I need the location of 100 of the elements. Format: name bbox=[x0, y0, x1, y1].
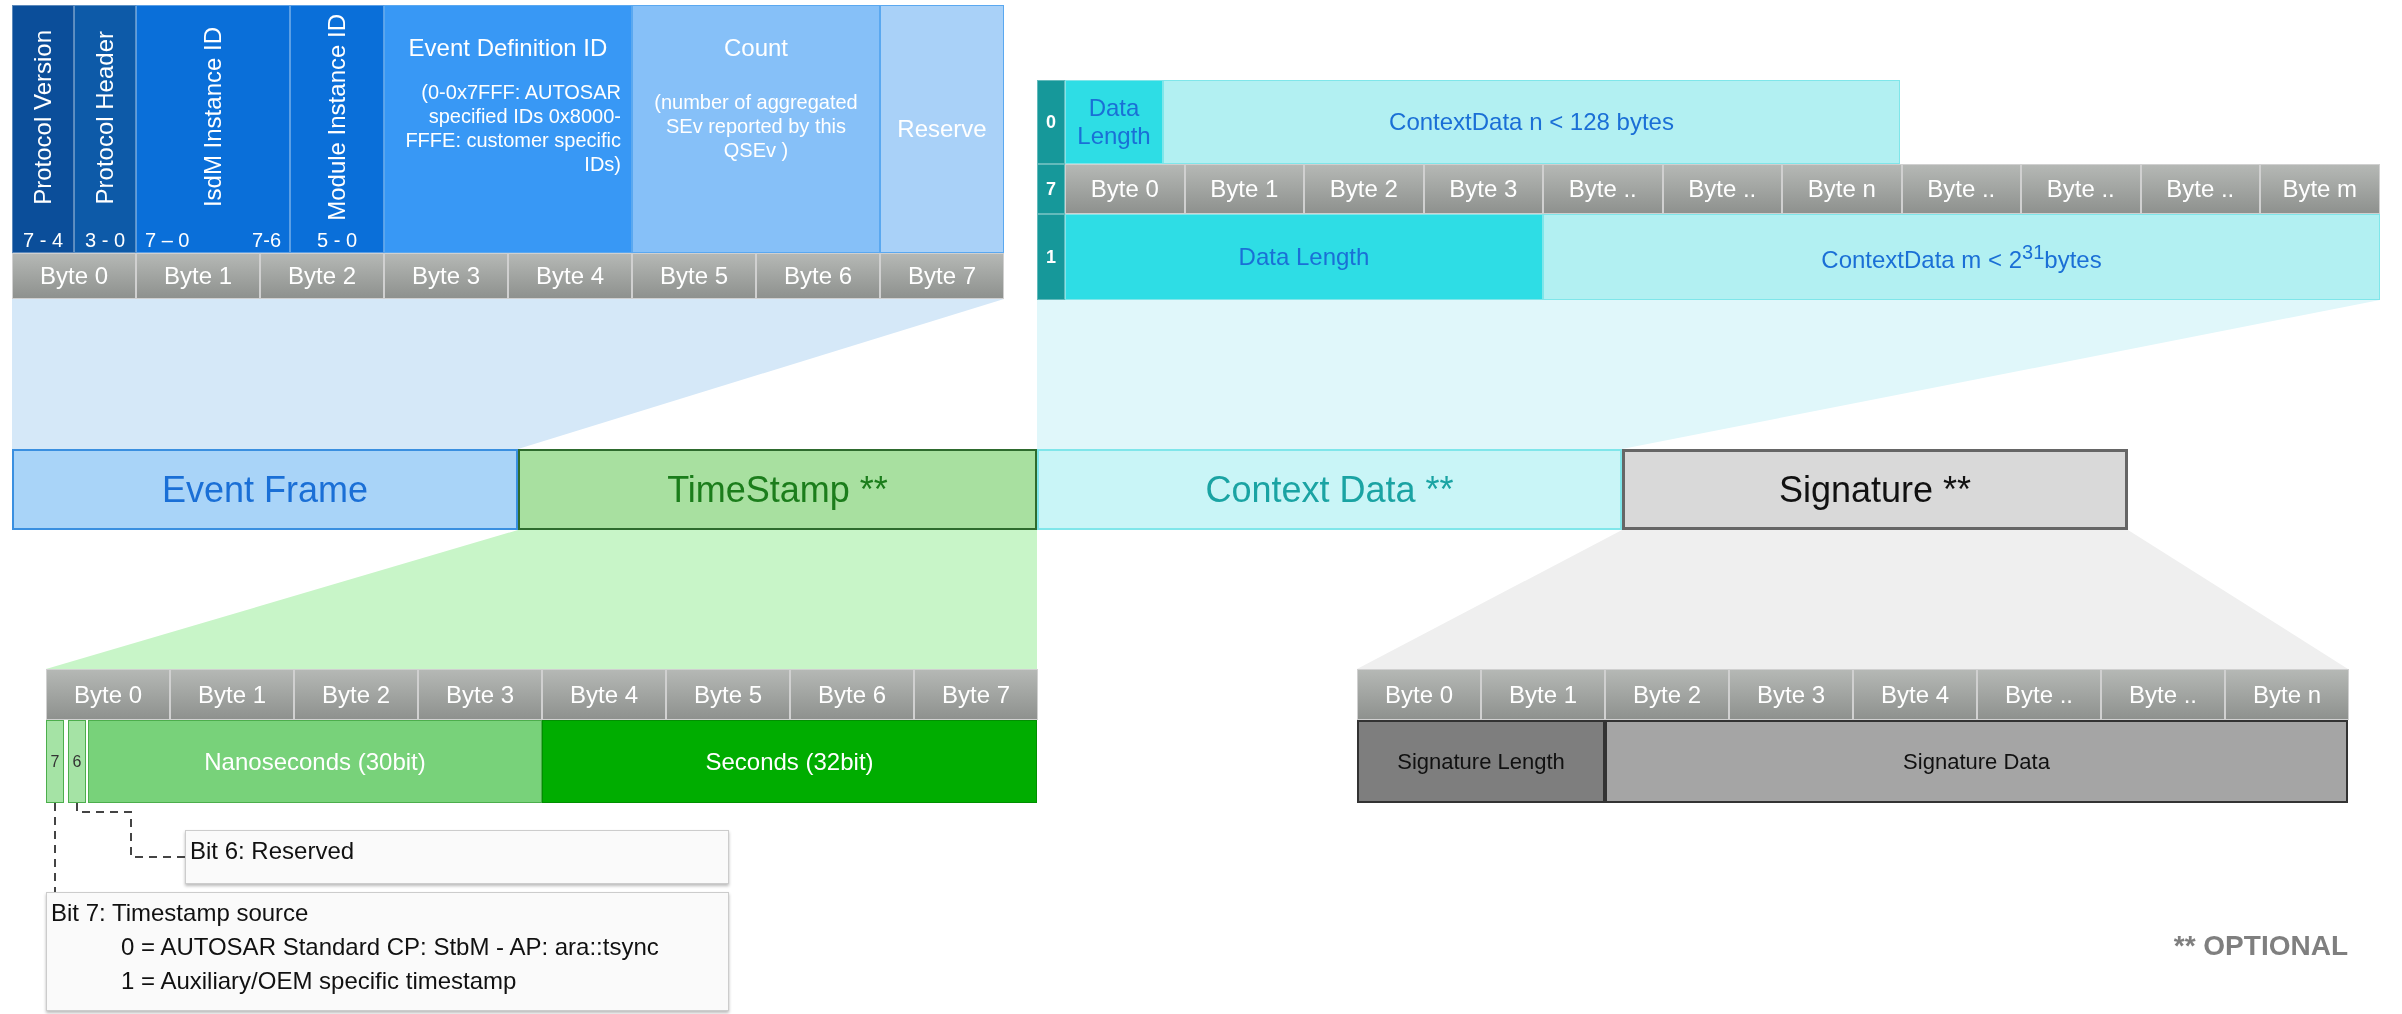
leader-line bbox=[54, 802, 56, 893]
note-text: Bit 7: Timestamp source bbox=[51, 899, 309, 927]
byte-label: Byte 3 bbox=[1449, 175, 1518, 203]
bit-range: 7 – 0 bbox=[145, 229, 190, 252]
byte-label: Byte .. bbox=[2046, 175, 2115, 203]
note-box bbox=[46, 892, 729, 1011]
field-box bbox=[1357, 720, 1605, 803]
byte-cell bbox=[294, 669, 418, 720]
byte-cell bbox=[136, 253, 260, 299]
byte-label: Byte 5 bbox=[659, 262, 728, 290]
byte-label: Byte n bbox=[2252, 680, 2321, 709]
section-box bbox=[518, 449, 1037, 530]
byte-cell bbox=[418, 669, 542, 720]
byte-cell bbox=[542, 669, 666, 720]
flag-bit-cell bbox=[1037, 80, 1065, 164]
bit-number: 0 bbox=[1046, 111, 1056, 133]
field-name: Count bbox=[723, 34, 788, 62]
byte-cell bbox=[12, 253, 136, 299]
byte-cell bbox=[914, 669, 1038, 720]
byte-label: Byte n bbox=[1807, 175, 1876, 203]
byte-label: Byte 6 bbox=[783, 262, 852, 290]
byte-cell bbox=[790, 669, 914, 720]
byte-cell bbox=[170, 669, 294, 720]
byte-cell bbox=[46, 669, 170, 720]
byte-label: Byte .. bbox=[2129, 680, 2197, 709]
field-name: Signature Data bbox=[1903, 748, 2050, 775]
note-line: 0 = AUTOSAR Standard CP: StbM - AP: ara::tsync bbox=[120, 933, 659, 961]
byte-cell bbox=[2021, 164, 2141, 214]
field-name: Module Instance ID bbox=[324, 14, 350, 221]
field-name: Data Length bbox=[1076, 94, 1152, 150]
bit-range: 5 - 0 bbox=[317, 229, 357, 252]
byte-label: Byte 0 bbox=[39, 262, 108, 290]
field-box bbox=[1065, 80, 1163, 164]
byte-label: Byte 3 bbox=[1756, 680, 1825, 709]
bit-number: 7 bbox=[50, 752, 60, 771]
byte-label: Byte 0 bbox=[1384, 680, 1453, 709]
byte-label: Byte .. bbox=[1568, 175, 1637, 203]
field-description: (number of aggregated SEv reported by this QSEv ) bbox=[653, 90, 859, 162]
byte-label: Byte 3 bbox=[445, 680, 514, 709]
flag-bit-cell bbox=[1037, 214, 1065, 300]
byte-cell bbox=[1543, 164, 1663, 214]
byte-cell bbox=[2140, 164, 2260, 214]
byte-label: Byte 0 bbox=[1090, 175, 1159, 203]
field-name: IsdM Instance ID bbox=[200, 27, 226, 208]
field-box bbox=[74, 5, 136, 253]
field-box bbox=[542, 720, 1037, 803]
byte-label: Byte 2 bbox=[1329, 175, 1398, 203]
byte-label: Byte 4 bbox=[1880, 680, 1949, 709]
field-box bbox=[136, 5, 290, 253]
section-box bbox=[1622, 449, 2128, 530]
field-name: Data Length bbox=[1238, 243, 1370, 271]
bit-range: 7-6 bbox=[252, 229, 281, 252]
field-name: Seconds (32bit) bbox=[705, 747, 874, 776]
field-box bbox=[632, 5, 880, 253]
byte-label: Byte 3 bbox=[411, 262, 480, 290]
section-box bbox=[12, 449, 518, 530]
byte-cell bbox=[1184, 164, 1304, 214]
byte-label: Byte .. bbox=[2166, 175, 2235, 203]
byte-cell bbox=[1065, 164, 1185, 214]
byte-label: Byte 0 bbox=[73, 680, 142, 709]
byte-label: Byte 4 bbox=[569, 680, 638, 709]
byte-label: Byte 6 bbox=[817, 680, 886, 709]
section-title: Signature ** bbox=[1778, 468, 1972, 511]
byte-label: Byte 7 bbox=[907, 262, 976, 290]
byte-cell bbox=[2225, 669, 2349, 720]
byte-cell bbox=[1977, 669, 2101, 720]
byte-cell bbox=[1662, 164, 1782, 214]
byte-label: Byte .. bbox=[1688, 175, 1757, 203]
note-box bbox=[185, 830, 729, 884]
field-box bbox=[290, 5, 384, 253]
field-description: (0-0x7FFF: AUTOSAR specified IDs 0x8000-FFFE: customer specific IDs) bbox=[404, 80, 622, 176]
flag-bit-cell bbox=[1037, 164, 1065, 214]
note-text: Bit 6: Reserved bbox=[190, 837, 355, 865]
byte-label: Byte 1 bbox=[163, 262, 232, 290]
section-title: Context Data ** bbox=[1205, 468, 1454, 511]
field-box bbox=[1605, 720, 2348, 803]
field-box bbox=[12, 5, 74, 253]
byte-label: Byte 5 bbox=[693, 680, 762, 709]
byte-cell bbox=[1729, 669, 1853, 720]
field-box bbox=[1065, 214, 1543, 300]
byte-label: Byte 7 bbox=[941, 680, 1010, 709]
bit-cell bbox=[46, 720, 64, 803]
field-box bbox=[88, 720, 542, 803]
field-name: ContextData n < 128 bytes bbox=[1389, 108, 1674, 136]
byte-label: Byte m bbox=[2282, 175, 2358, 203]
byte-label: Byte 2 bbox=[287, 262, 356, 290]
byte-label: Byte .. bbox=[2005, 680, 2073, 709]
byte-cell bbox=[1782, 164, 1902, 214]
note-line: 1 = Auxiliary/OEM specific timestamp bbox=[120, 967, 517, 995]
leader-line bbox=[76, 802, 186, 858]
byte-label: Byte 1 bbox=[1508, 680, 1577, 709]
bit-cell bbox=[68, 720, 86, 803]
byte-label: Byte .. bbox=[1927, 175, 1996, 203]
byte-cell bbox=[756, 253, 880, 299]
field-box bbox=[384, 5, 632, 253]
byte-cell bbox=[2101, 669, 2225, 720]
section-title: Event Frame bbox=[161, 468, 369, 511]
byte-cell bbox=[1423, 164, 1543, 214]
field-name: Protocol Version bbox=[30, 30, 56, 205]
byte-cell bbox=[508, 253, 632, 299]
